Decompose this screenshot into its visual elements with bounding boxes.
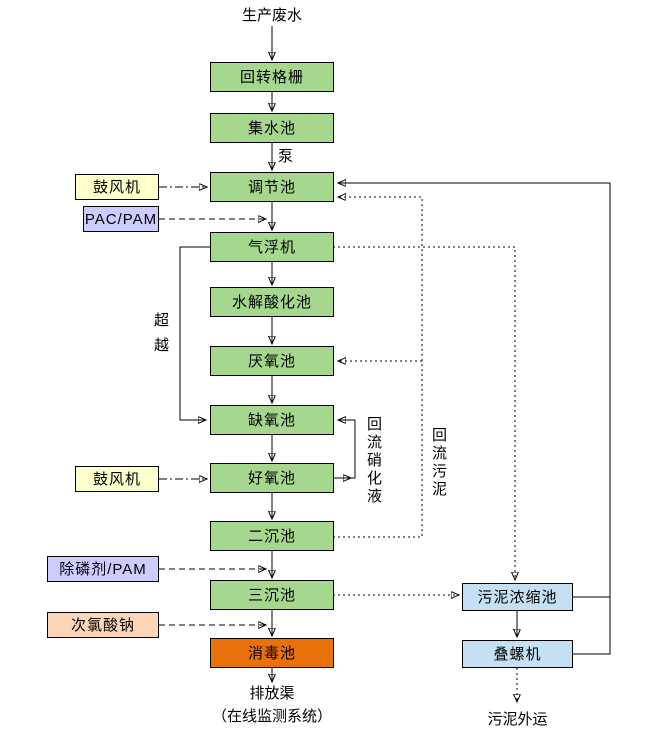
node-label: 水解酸化池 (231, 293, 312, 311)
node-label: 好氧池 (247, 469, 296, 487)
sludge-out-label: 污泥外运 (487, 711, 548, 728)
node-hydrolysis-tank: 水解酸化池 (210, 287, 334, 317)
node-sludge-thickening: 污泥浓缩池 (462, 583, 573, 611)
edge-nitrified-return (333, 420, 356, 479)
node-aerobic-tank: 好氧池 (210, 463, 334, 493)
pump-label: 泵 (278, 148, 294, 165)
edge-flotation-thickener (333, 246, 515, 580)
node-tertiary-sedimentation: 三沉池 (210, 580, 334, 610)
node-pac-pam: PAC/PAM (83, 206, 159, 232)
node-sodium-hypochlorite: 次氯酸钠 (47, 612, 159, 638)
node-label: 除磷剂/PAM (59, 560, 147, 578)
node-label: 集水池 (247, 119, 296, 137)
node-rotary-screen: 回转格栅 (210, 62, 334, 92)
node-secondary-sedimentation: 二沉池 (210, 521, 334, 551)
node-air-flotation: 气浮机 (210, 232, 334, 262)
node-anaerobic-tank: 厌氧池 (210, 346, 334, 376)
node-regulation-tank: 调节池 (210, 172, 334, 202)
node-label: 鼓风机 (92, 178, 141, 196)
bypass-label: 超越 (152, 312, 169, 362)
node-label: 回转格栅 (239, 68, 304, 86)
online-monitoring-label: （在线监测系统） (211, 708, 332, 725)
edge-screw-return (338, 183, 611, 655)
node-label: 消毒池 (247, 644, 296, 662)
return-sludge-label: 回流污泥 (430, 427, 447, 499)
node-collection-tank: 集水池 (210, 113, 334, 143)
node-blower-bottom: 鼓风机 (75, 466, 159, 492)
node-label: 次氯酸钠 (70, 616, 135, 634)
node-label: 三沉池 (247, 586, 296, 604)
discharge-label: 排放渠 (249, 685, 295, 702)
node-phosphorus-pam: 除磷剂/PAM (47, 556, 159, 582)
node-label: 调节池 (247, 178, 296, 196)
node-label: 污泥浓缩池 (477, 588, 558, 606)
edge-bypass (179, 246, 210, 420)
node-disinfection-tank: 消毒池 (210, 638, 334, 668)
return-nitrified-label: 回流硝化液 (365, 416, 382, 506)
node-blower-top: 鼓风机 (75, 174, 159, 200)
node-label: 厌氧池 (247, 352, 296, 370)
node-label: PAC/PAM (84, 210, 158, 228)
node-label: 二沉池 (247, 527, 296, 545)
source-label: 生产废水 (241, 7, 302, 24)
node-screw-press: 叠螺机 (462, 640, 573, 668)
node-anoxic-tank: 缺氧池 (210, 405, 334, 435)
node-label: 缺氧池 (247, 411, 296, 429)
node-label: 鼓风机 (92, 470, 141, 488)
node-label: 气浮机 (247, 238, 296, 256)
node-label: 叠螺机 (493, 645, 542, 663)
edge-sludge-return-regulation (333, 197, 423, 538)
